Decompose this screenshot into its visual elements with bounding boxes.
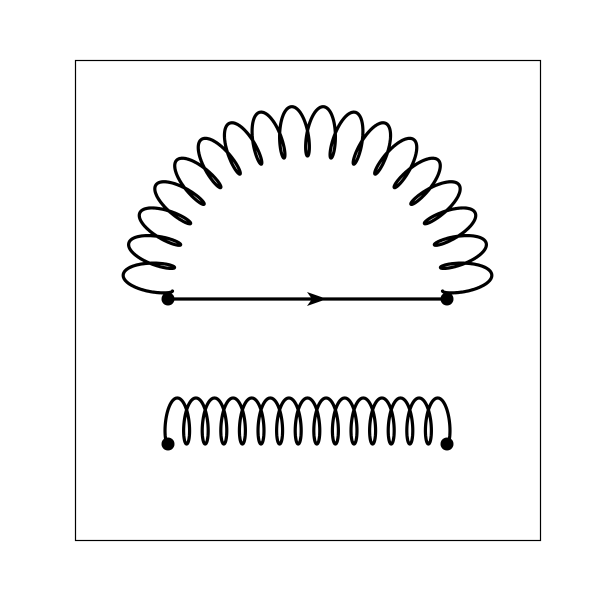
vertex-left: [161, 292, 175, 306]
gluon-arc-propagator: [121, 105, 494, 295]
vertex-bottom-right: [440, 437, 454, 451]
vertex-bottom-left: [161, 437, 175, 451]
fermion-arrow-icon: [307, 292, 327, 306]
vertex-right: [440, 292, 454, 306]
gluon-propagator-diagram: [161, 396, 454, 451]
gluon-line-propagator: [163, 396, 452, 446]
self-energy-diagram: [121, 105, 494, 306]
figure-frame: [74, 59, 542, 542]
